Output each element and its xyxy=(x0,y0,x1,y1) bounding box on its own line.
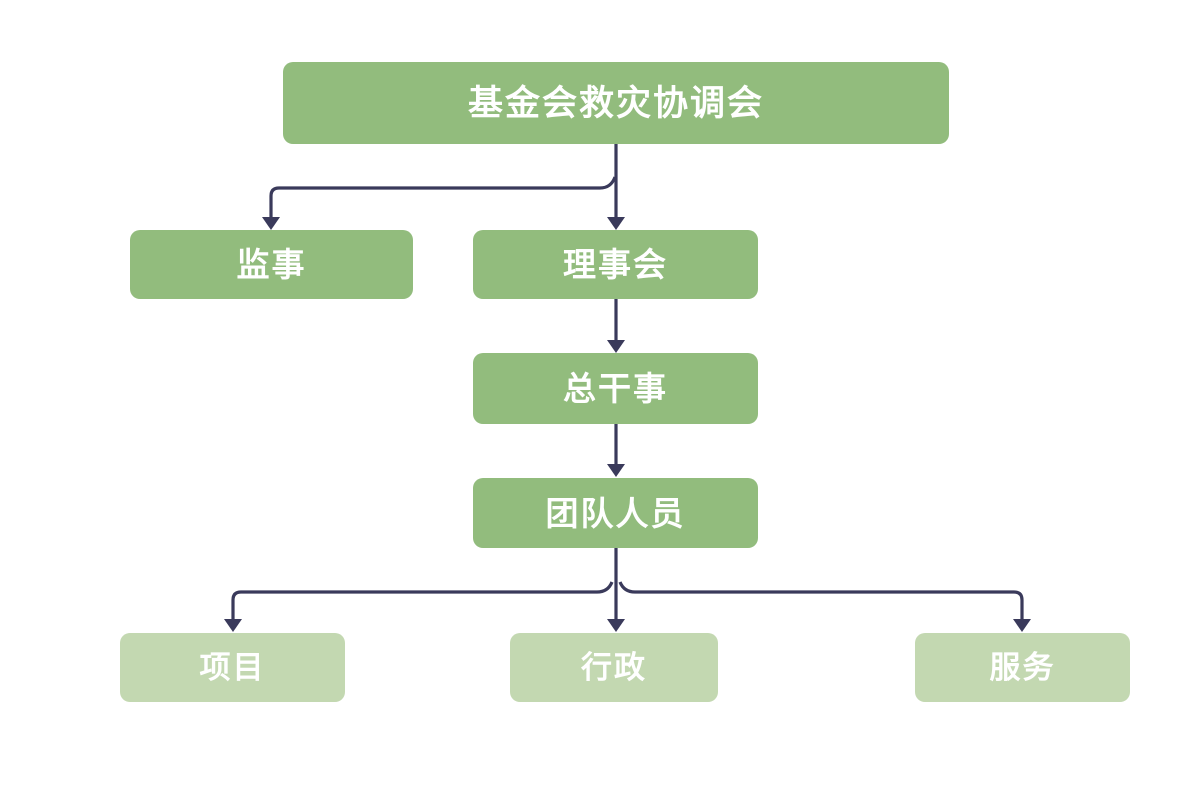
edge-root-supervisor xyxy=(269,176,617,218)
node-root: 基金会救灾协调会 xyxy=(283,62,949,144)
arrowhead-secretary xyxy=(607,340,625,353)
arrowhead-administration xyxy=(607,619,625,632)
arrowhead-supervisor xyxy=(262,217,280,230)
node-supervisor: 监事 xyxy=(130,230,413,299)
edge-team-projects xyxy=(231,581,614,620)
arrowhead-board xyxy=(607,217,625,230)
node-projects: 项目 xyxy=(120,633,345,702)
arrowhead-services xyxy=(1013,619,1031,632)
arrowhead-team xyxy=(607,464,625,477)
node-services: 服务 xyxy=(915,633,1130,702)
node-team: 团队人员 xyxy=(473,478,758,548)
node-board: 理事会 xyxy=(473,230,758,299)
edge-team-services xyxy=(618,581,1024,620)
arrowhead-projects xyxy=(224,619,242,632)
node-secretary-general: 总干事 xyxy=(473,353,758,424)
node-administration: 行政 xyxy=(510,633,718,702)
